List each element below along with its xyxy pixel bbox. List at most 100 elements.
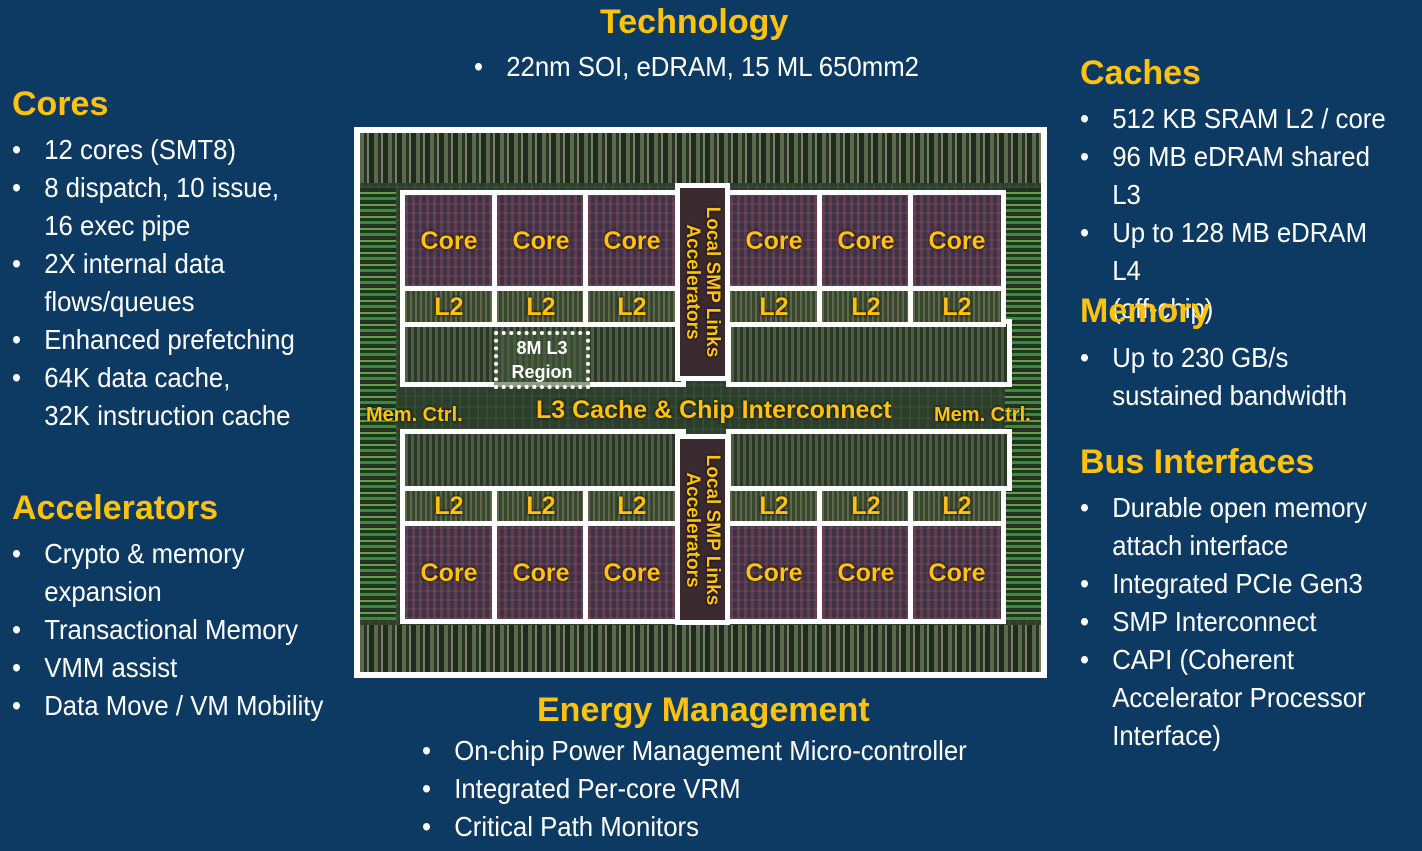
core-block: Core bbox=[400, 190, 498, 291]
l3-lower-right bbox=[726, 429, 1012, 491]
mem-ctrl-right-label: Mem. Ctrl. bbox=[934, 404, 1031, 426]
l2-label: L2 bbox=[759, 292, 789, 321]
list-item: Critical Path Monitors bbox=[422, 808, 967, 846]
l2-block: L2 bbox=[908, 486, 1006, 526]
list-item-text: flows/queues bbox=[44, 286, 195, 317]
list-item-text: Integrated Per-core VRM bbox=[454, 773, 741, 804]
list-item-text: sustained bandwidth bbox=[1112, 380, 1348, 411]
core-label: Core bbox=[837, 226, 895, 255]
list-item-text: Enhanced prefetching bbox=[44, 324, 295, 355]
mem-ctrl-left-label: Mem. Ctrl. bbox=[366, 404, 463, 426]
die-bottom-io-band bbox=[360, 625, 1041, 672]
smp-links-line1: Local SMP Links bbox=[702, 206, 723, 358]
list-item-text: attach interface bbox=[1112, 530, 1289, 561]
list-item: 512 KB SRAM L2 / core bbox=[1080, 100, 1395, 138]
list-item-text: Accelerator Processor bbox=[1112, 682, 1366, 713]
energy-management-list: On-chip Power Management Micro-controlle… bbox=[422, 732, 1014, 846]
l2-block: L2 bbox=[817, 286, 915, 327]
list-item: Integrated Per-core VRM bbox=[422, 770, 967, 808]
technology-heading: Technology bbox=[600, 3, 789, 41]
caches-list: 512 KB SRAM L2 / core 96 MB eDRAM shared … bbox=[1080, 100, 1422, 328]
core-label: Core bbox=[420, 558, 478, 587]
l2-label: L2 bbox=[617, 292, 647, 321]
list-item-text: Transactional Memory bbox=[44, 614, 299, 645]
l2-block: L2 bbox=[908, 286, 1006, 327]
cores-list: 12 cores (SMT8) 8 dispatch, 10 issue,16 e… bbox=[12, 131, 319, 435]
list-item-text: Interface) bbox=[1112, 720, 1222, 751]
list-item-text: 64K data cache, bbox=[44, 362, 231, 393]
bus-interfaces-heading: Bus Interfaces bbox=[1080, 443, 1315, 481]
memory-list: Up to 230 GB/s sustained bandwidth bbox=[1080, 339, 1370, 415]
list-item-text: VMM assist bbox=[44, 652, 178, 683]
l3-region-8m: 8M L3 Region bbox=[494, 331, 590, 389]
l3-region-line2: Region bbox=[511, 362, 573, 382]
l2-block: L2 bbox=[400, 486, 498, 526]
list-item-text: 512 KB SRAM L2 / core bbox=[1112, 103, 1386, 134]
l2-block: L2 bbox=[725, 286, 823, 327]
die-left-edge bbox=[360, 188, 396, 620]
list-item-text: 8 dispatch, 10 issue, bbox=[44, 172, 280, 203]
core-label: Core bbox=[928, 558, 986, 587]
l2-block: L2 bbox=[492, 286, 590, 327]
l2-label: L2 bbox=[851, 292, 881, 321]
accelerators-heading: Accelerators bbox=[12, 489, 219, 527]
core-block: Core bbox=[908, 521, 1006, 624]
list-item-text: CAPI (Coherent bbox=[1112, 644, 1295, 675]
l2-label: L2 bbox=[942, 492, 972, 520]
list-item-text: Up to 230 GB/s bbox=[1112, 342, 1289, 373]
list-item: 12 cores (SMT8) bbox=[12, 131, 295, 169]
l2-label: L2 bbox=[759, 492, 789, 520]
list-item: 8 dispatch, 10 issue,16 exec pipe bbox=[12, 169, 295, 245]
core-block: Core bbox=[908, 190, 1006, 291]
memory-heading: Memory bbox=[1080, 292, 1211, 330]
list-item-text: 22nm SOI, eDRAM, 15 ML 650mm2 bbox=[506, 51, 919, 82]
list-item-text: On-chip Power Management Micro-controlle… bbox=[454, 735, 967, 766]
core-block: Core bbox=[400, 521, 498, 624]
l2-label: L2 bbox=[942, 292, 972, 321]
list-item: 96 MB eDRAM shared L3 bbox=[1080, 138, 1395, 214]
core-block: Core bbox=[492, 190, 590, 291]
l2-label: L2 bbox=[434, 492, 464, 520]
list-item-text: Integrated PCIe Gen3 bbox=[1112, 568, 1363, 599]
core-label: Core bbox=[512, 226, 570, 255]
smp-accelerators-line2: Accelerators bbox=[682, 224, 703, 340]
list-item-text: expansion bbox=[44, 576, 162, 607]
smp-links-line1: Local SMP Links bbox=[702, 454, 723, 606]
core-label: Core bbox=[420, 226, 478, 255]
accelerators-list: Crypto & memoryexpansionTransactional Me… bbox=[12, 535, 350, 725]
list-item-text: Up to 128 MB eDRAM L4 bbox=[1112, 217, 1368, 286]
list-item: Up to 128 MB eDRAM L4 (off-chip) bbox=[1080, 214, 1395, 328]
list-item-text: 12 cores (SMT8) bbox=[44, 134, 237, 165]
l2-label: L2 bbox=[851, 492, 881, 520]
die-top-io-band bbox=[360, 133, 1041, 183]
list-item: 64K data cache,32K instruction cache bbox=[12, 359, 295, 435]
core-label: Core bbox=[928, 226, 986, 255]
smp-links-upper bbox=[675, 183, 730, 381]
list-item-text: 96 MB eDRAM shared L3 bbox=[1112, 141, 1370, 210]
l3-region-line1: 8M L3 bbox=[516, 338, 568, 358]
core-block: Core bbox=[492, 521, 590, 624]
list-item-text: Data Move / VM Mobility bbox=[44, 690, 324, 721]
l2-block: L2 bbox=[400, 286, 498, 327]
l2-block: L2 bbox=[817, 486, 915, 526]
l2-label: L2 bbox=[617, 492, 647, 520]
cores-heading: Cores bbox=[12, 85, 109, 123]
core-label: Core bbox=[745, 226, 803, 255]
core-block: Core bbox=[725, 521, 823, 624]
smp-links-lower bbox=[675, 434, 730, 625]
list-item: Transactional Memory bbox=[12, 611, 323, 649]
list-item: On-chip Power Management Micro-controlle… bbox=[422, 732, 967, 770]
list-item-text: SMP Interconnect bbox=[1112, 606, 1317, 637]
core-label: Core bbox=[837, 558, 895, 587]
l3-upper-right bbox=[726, 319, 1012, 387]
list-item: Enhanced prefetching bbox=[12, 321, 295, 359]
list-item-text: (off-chip) bbox=[1112, 293, 1214, 324]
core-label: Core bbox=[512, 558, 570, 587]
l2-block: L2 bbox=[583, 286, 681, 327]
l2-block: L2 bbox=[583, 486, 681, 526]
caches-heading: Caches bbox=[1080, 54, 1201, 92]
